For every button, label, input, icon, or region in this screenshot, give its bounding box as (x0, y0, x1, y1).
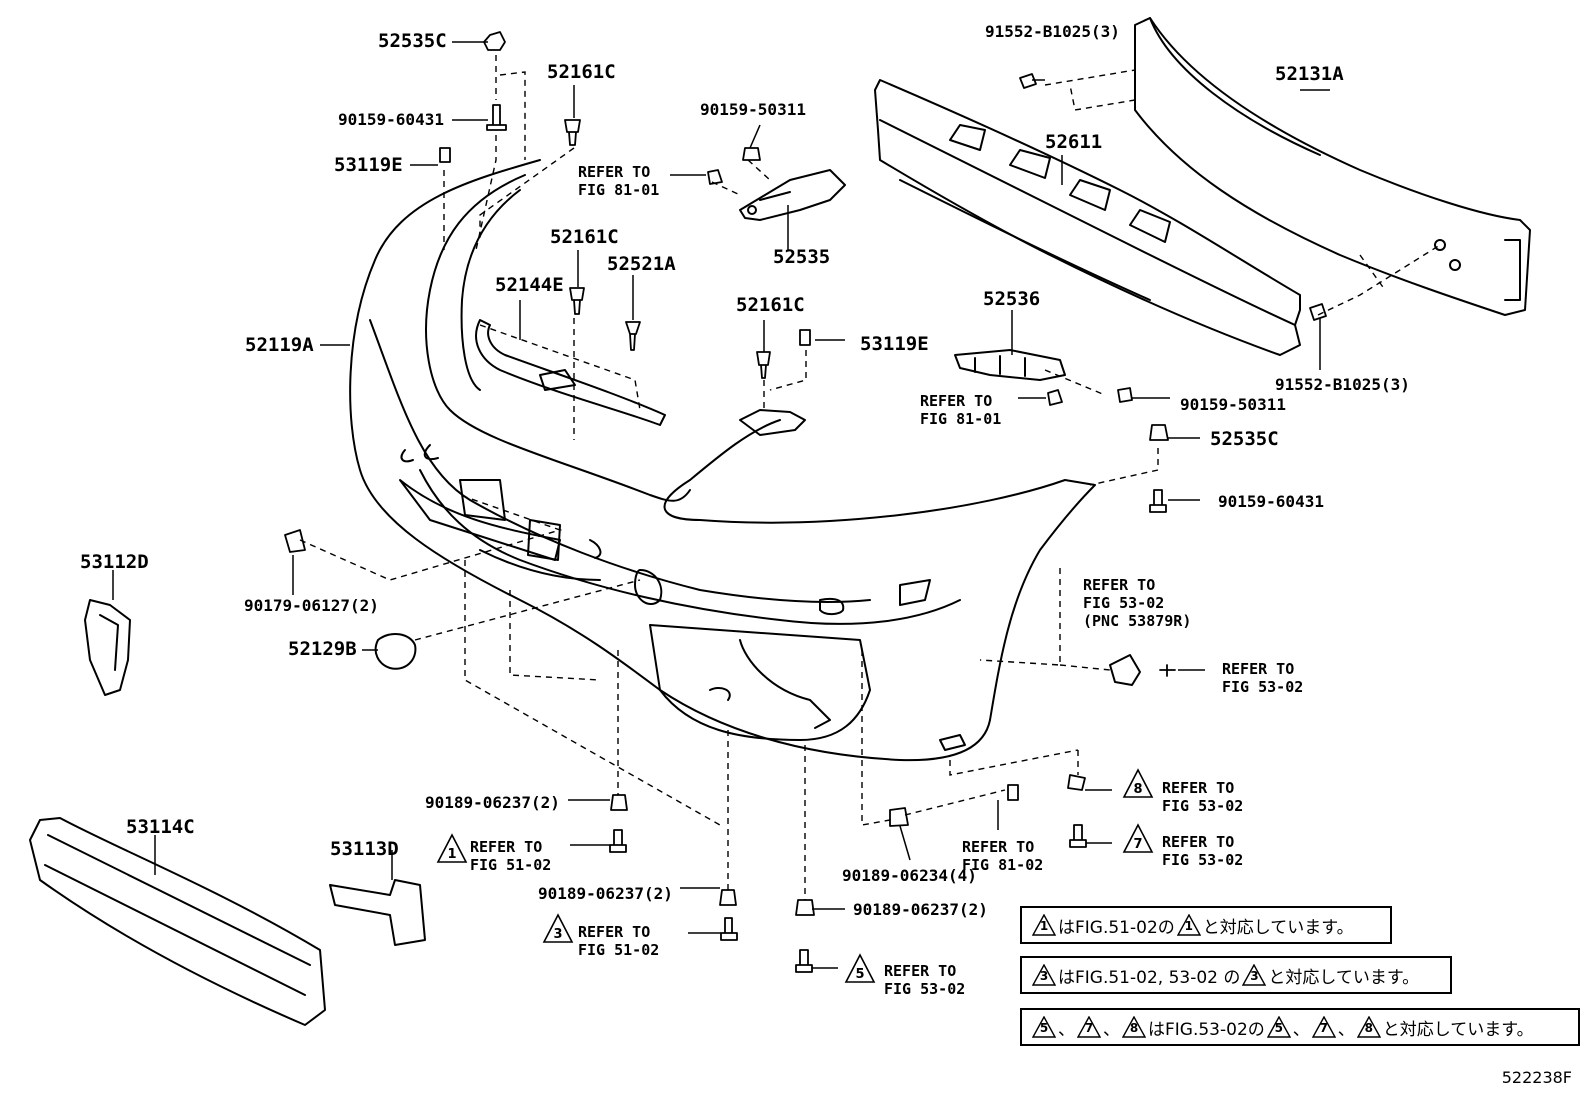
note-1-text-b: と対応しています。 (1202, 917, 1354, 938)
note-3-sep-1: 、 (1058, 1019, 1075, 1040)
label-90159-60431-top: 90159-60431 (338, 110, 444, 129)
note-1-triangle-a: 1 (1032, 914, 1056, 936)
label-90189-06237-a: 90189-06237(2) (425, 793, 560, 812)
note-3-sep-4: 、 (1337, 1019, 1355, 1040)
center-bracket-drawing (739, 409, 806, 436)
label-52536: 52536 (983, 288, 1041, 310)
marker-5: 5 (855, 967, 864, 982)
label-91552-b1025-top: 91552-B1025(3) (985, 22, 1120, 41)
bracket-52536-drawing (954, 349, 1066, 381)
bumper-cover-drawing (349, 159, 1096, 762)
label-52129b: 52129B (288, 638, 357, 660)
label-refer-fig-51-02-1: REFER TO FIG 51-02 (470, 838, 552, 874)
absorber-52611-drawing (874, 79, 1301, 356)
label-refer-fig-81-01-b: REFER TO FIG 81-01 (920, 392, 1002, 428)
label-90159-50311-right: 90159-50311 (1180, 395, 1286, 414)
label-52535c-top: 52535C (378, 30, 447, 52)
sensor-clip-drawing (1109, 654, 1141, 686)
note-3: 5 、 7 、 8 はFIG.53-02の 5 、 7 、 8 と対応しています… (1020, 1008, 1580, 1046)
cover-52129b-drawing (374, 633, 417, 670)
label-52161c-right: 52161C (736, 294, 805, 316)
label-52161c-mid: 52161C (550, 226, 619, 248)
label-53112d: 53112D (80, 551, 149, 573)
fasteners (284, 31, 1327, 973)
label-90159-50311-top: 90159-50311 (700, 100, 806, 119)
leader-lines (112, 41, 1330, 969)
label-refer-fig-81-01-a: REFER TO FIG 81-01 (578, 163, 660, 199)
label-refer-fig-53-02-8: REFER TO FIG 53-02 (1162, 779, 1244, 815)
label-52144e: 52144E (495, 274, 564, 296)
label-52521a: 52521A (607, 253, 676, 275)
duct-53113d-drawing (329, 879, 426, 946)
note-1: 1 はFIG.51-02の 1 と対応しています。 (1020, 906, 1392, 944)
label-53119e-left: 53119E (334, 154, 403, 176)
note-2: 3 はFIG.51-02, 53-02 の 3 と対応しています。 (1020, 956, 1452, 994)
label-90189-06237-c: 90189-06237(2) (853, 900, 988, 919)
marker-3: 3 (553, 927, 562, 942)
note-3-triangle-3: 8 (1122, 1016, 1146, 1038)
note-1-text-a: はFIG.51-02の (1058, 917, 1175, 938)
label-refer-fig-53-02-a: REFER TO FIG 53-02 (1222, 660, 1304, 696)
note-2-triangle-b: 3 (1242, 964, 1267, 986)
label-53114c: 53114C (126, 816, 195, 838)
label-refer-fig-81-02: REFER TO FIG 81-02 (962, 838, 1044, 874)
label-refer-fig-53-02-7: REFER TO FIG 53-02 (1162, 833, 1244, 869)
note-3-text-a: はFIG.53-02の (1148, 1019, 1265, 1040)
label-52611: 52611 (1045, 131, 1103, 153)
label-53113d: 53113D (330, 838, 399, 860)
note-3-text-b: と対応しています。 (1382, 1019, 1534, 1040)
label-52535: 52535 (773, 246, 831, 268)
note-3-sep-2: 、 (1103, 1019, 1120, 1040)
note-3-sep-3: 、 (1292, 1019, 1310, 1040)
diagram-code: 522238F (1501, 1068, 1572, 1087)
label-52131a: 52131A (1275, 63, 1344, 85)
marker-7: 7 (1133, 837, 1142, 852)
label-53119e-right: 53119E (860, 333, 929, 355)
marker-8: 8 (1133, 782, 1142, 797)
lower-grille-53114c-drawing (29, 817, 326, 1026)
note-2-text-a: はFIG.51-02, 53-02 の (1058, 967, 1241, 988)
note-2-triangle-a: 3 (1032, 964, 1056, 986)
label-91552-b1025-right: 91552-B1025(3) (1275, 375, 1410, 394)
duct-53112d-drawing (84, 599, 131, 696)
label-52161c-top: 52161C (547, 61, 616, 83)
label-52119a: 52119A (245, 334, 314, 356)
label-refer-fig-53-02-pnc: REFER TO FIG 53-02 (PNC 53879R) (1083, 576, 1192, 630)
note-3-triangle-1: 5 (1032, 1016, 1056, 1038)
marker-triangles (436, 768, 1154, 983)
note-3-triangle-2: 7 (1077, 1016, 1101, 1038)
label-90189-06237-b: 90189-06237(2) (538, 884, 673, 903)
bracket-52535-drawing (739, 169, 846, 221)
label-90159-60431-right: 90159-60431 (1218, 492, 1324, 511)
note-1-triangle-b: 1 (1176, 914, 1201, 936)
label-90189-06234: 90189-06234(4) (842, 866, 977, 885)
label-90179-06127: 90179-06127(2) (244, 596, 379, 615)
marker-1: 1 (447, 847, 456, 862)
retainer-52144e-drawing (475, 319, 666, 426)
note-3-triangle-6: 8 (1356, 1016, 1381, 1038)
note-3-triangle-5: 7 (1311, 1016, 1336, 1038)
label-refer-fig-53-02-5: REFER TO FIG 53-02 (884, 962, 966, 998)
label-52535c-right: 52535C (1210, 428, 1279, 450)
note-3-triangle-4: 5 (1266, 1016, 1291, 1038)
label-refer-fig-51-02-3: REFER TO FIG 51-02 (578, 923, 660, 959)
dashed-install-lines (299, 55, 1441, 900)
note-2-text-b: と対応しています。 (1268, 967, 1420, 988)
reinforcement-52131a-drawing (1134, 17, 1531, 316)
